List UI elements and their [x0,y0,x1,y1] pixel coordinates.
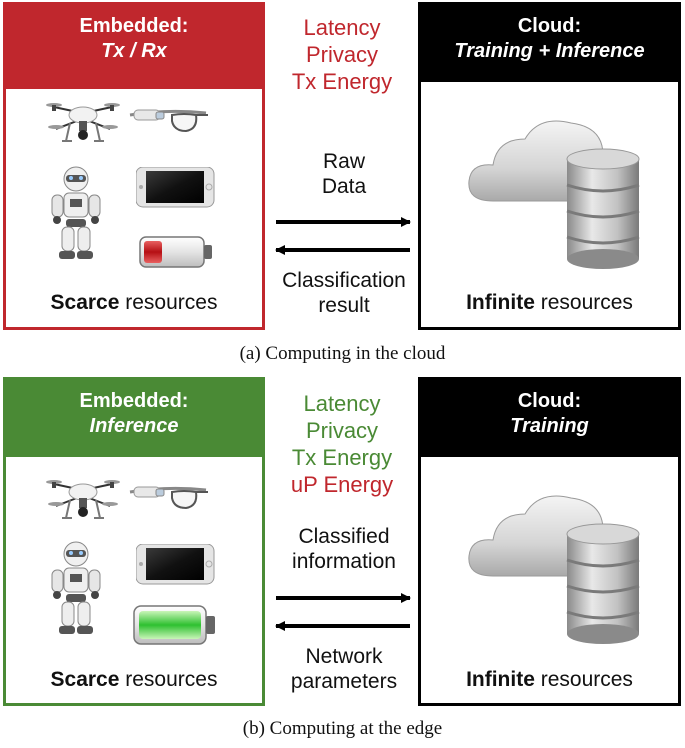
concerns-a: Latency Privacy Tx Energy [262,14,422,95]
caption-a: (a) Computing in the cloud [239,343,446,364]
classification-line1: Classification [282,269,406,292]
embedded-box-a: Embedded: Tx / Rx Scarce resources [3,2,265,330]
drone-icon [46,102,121,142]
smart-glasses-icon [128,485,210,510]
drone-icon [46,479,121,519]
scarce-word-b: Scarce [50,668,120,691]
concern-tx-energy-b: Tx Energy [291,445,393,470]
concerns-b: Latency Privacy Tx Energy uP Energy [262,390,422,498]
concern-tx-energy-a: Tx Energy [291,69,393,94]
classification-result-label: Classification result [260,268,428,318]
cloud-subtitle-b: Training [510,415,589,437]
scarce-resources-b: Scarce resources [6,668,262,692]
raw-data-line2: Data [321,175,367,198]
infinite-resources-a: Infinite resources [421,291,678,315]
smartphone-icon [136,167,215,208]
classification-line2: result [318,294,370,317]
cloud-box-b: Cloud: Training Infinite resources [418,377,681,706]
classified-line1: Classified [298,525,390,548]
resources-word-b: resources [119,668,218,691]
infinite-word-a: Infinite [466,291,535,314]
concern-latency-b: Latency [303,391,381,416]
cloud-header-a: Cloud: Training + Inference [421,5,678,82]
infinite-resources-b: Infinite resources [421,668,678,692]
embedded-subtitle-b: Inference [89,415,179,437]
embedded-header-b: Embedded: Inference [6,380,262,457]
network-parameters-label: Network parameters [262,644,426,694]
concern-up-energy-b: uP Energy [290,472,394,497]
infinite-rest-b: resources [534,668,633,691]
embedded-title-a: Embedded: [79,15,189,37]
battery-low-icon [139,236,212,268]
smart-glasses-icon [128,108,210,133]
raw-data-label: Raw Data [266,149,422,199]
cloud-subtitle-a: Training + Inference [454,40,645,62]
classified-line2: information [292,550,396,573]
cloud-title-a: Cloud: [517,15,582,37]
concern-privacy-a: Privacy [305,42,379,67]
infinite-rest-a: resources [534,291,633,314]
cloud-header-b: Cloud: Training [421,380,678,457]
raw-data-line1: Raw [322,150,365,173]
resources-word-a: resources [119,291,218,314]
embedded-title-b: Embedded: [79,390,189,412]
infinite-word-b: Infinite [466,668,535,691]
humanoid-robot-icon [51,166,101,260]
smartphone-icon [136,544,215,585]
classified-information-label: Classified information [262,524,426,574]
network-line1: Network [305,645,383,668]
concern-latency-a: Latency [303,15,381,40]
cloud-box-a: Cloud: Training + Inference Infinite res… [418,2,681,330]
embedded-subtitle-a: Tx / Rx [101,40,167,62]
database-icon [567,159,639,259]
scarce-resources-a: Scarce resources [6,291,262,315]
data-arrows-b [275,593,411,631]
humanoid-robot-icon [51,541,101,635]
database-icon [567,534,639,634]
cloud-title-b: Cloud: [517,390,582,412]
embedded-box-b: Embedded: Inference Scarce resources [3,377,265,706]
embedded-header-a: Embedded: Tx / Rx [6,5,262,89]
battery-full-icon [133,605,215,645]
caption-b: (b) Computing at the edge [242,718,443,739]
network-line2: parameters [290,670,398,693]
scarce-word-a: Scarce [50,291,120,314]
data-arrows-a [275,217,411,255]
concern-privacy-b: Privacy [305,418,379,443]
